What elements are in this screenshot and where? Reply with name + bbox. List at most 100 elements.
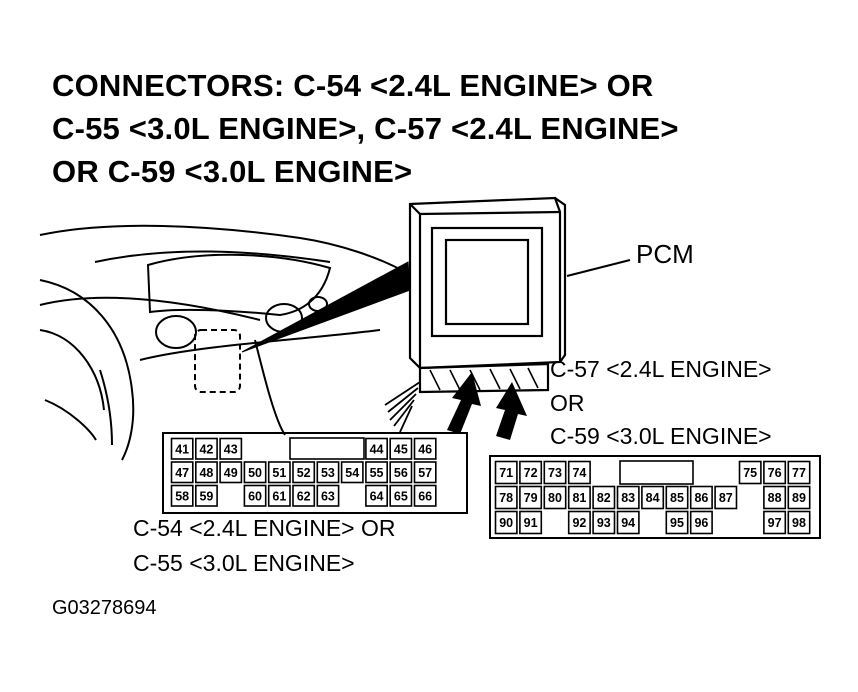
- pin-number: 61: [272, 489, 286, 503]
- left-side-panel: [99, 369, 113, 446]
- pin-cell: [219, 461, 243, 484]
- pin-cell: [592, 485, 616, 510]
- c57-or-label: OR: [550, 390, 585, 416]
- pin-cell: [592, 510, 616, 535]
- pin-cell: [267, 484, 291, 507]
- pin-cell: [365, 461, 388, 484]
- dash-panel-lower: [139, 329, 381, 361]
- pin-cell: [665, 485, 689, 510]
- c55-label: C-55 <3.0L ENGINE>: [133, 550, 355, 576]
- pcm-label: PCM: [636, 239, 694, 269]
- pin-cell: [567, 485, 591, 510]
- pin-number: 43: [224, 442, 238, 456]
- pin-number: 46: [418, 442, 432, 456]
- pin-cell: [243, 461, 267, 484]
- pin-number: 88: [768, 491, 782, 505]
- pin-cell: [195, 484, 218, 507]
- pin-number: 80: [548, 491, 562, 505]
- pin-cell: [494, 510, 518, 535]
- pin-cell: [714, 485, 738, 510]
- pin-number: 97: [768, 516, 782, 530]
- pin-cell: [763, 460, 787, 485]
- pin-number: 78: [499, 491, 513, 505]
- pin-number: 49: [224, 466, 238, 480]
- pin-cell: [365, 484, 388, 507]
- pin-cell: [543, 485, 567, 510]
- pin-number: 41: [175, 442, 189, 456]
- pin-number: 60: [248, 489, 262, 503]
- left-vent: [155, 315, 197, 349]
- pin-cell: [170, 461, 194, 484]
- pin-number: 57: [418, 466, 432, 480]
- pin-cell: [689, 510, 713, 535]
- pin-number: 82: [597, 491, 611, 505]
- steering-wheel-inner: [39, 329, 105, 411]
- pin-number: 91: [524, 516, 538, 530]
- connector-c54-outer: [162, 432, 468, 514]
- pin-cell: [763, 510, 787, 535]
- pin-number: 96: [694, 516, 708, 530]
- pin-cell: [389, 484, 413, 507]
- pin-number: 59: [199, 489, 213, 503]
- c57-label: C-57 <2.4L ENGINE>: [550, 356, 772, 382]
- pin-cell: [219, 437, 243, 460]
- pin-cell: [365, 437, 388, 460]
- pin-cell: [195, 461, 218, 484]
- pin-number: 53: [321, 466, 335, 480]
- pin-cell: [494, 485, 518, 510]
- connector-c57-outer: [489, 455, 821, 539]
- pin-number: 45: [394, 442, 408, 456]
- pin-number: 63: [321, 489, 335, 503]
- pin-cell: [170, 484, 194, 507]
- pin-number: 75: [743, 466, 757, 480]
- pin-number: 65: [394, 489, 408, 503]
- pin-cell: [413, 484, 437, 507]
- connector-key-slot: [289, 437, 365, 460]
- connector-key-slot: [619, 460, 694, 485]
- pin-cell: [413, 461, 437, 484]
- pin-cell: [567, 460, 591, 485]
- left-dash-trim: [44, 399, 97, 441]
- pin-cell: [689, 485, 713, 510]
- pin-number: 54: [345, 466, 359, 480]
- location-pointer: [241, 261, 411, 353]
- pin-number: 47: [175, 466, 189, 480]
- pin-number: 89: [792, 491, 806, 505]
- pin-number: 86: [694, 491, 708, 505]
- center-console-line: [254, 339, 286, 436]
- pin-cell: [292, 484, 316, 507]
- c59-label: C-59 <3.0L ENGINE>: [550, 423, 772, 449]
- pin-number: 66: [418, 489, 432, 503]
- pin-number: 81: [572, 491, 586, 505]
- pin-cell: [787, 485, 811, 510]
- pin-number: 77: [792, 466, 806, 480]
- pin-cell: [616, 510, 640, 535]
- dashboard-top-curve: [39, 224, 406, 273]
- c57-arrow-left: [447, 372, 481, 434]
- pin-number: 87: [719, 491, 733, 505]
- pin-number: 94: [621, 516, 635, 530]
- pin-number: 62: [297, 489, 311, 503]
- pin-number: 64: [370, 489, 384, 503]
- pcm-location-outline: [194, 329, 241, 393]
- pin-number: 72: [524, 466, 538, 480]
- pin-number: 85: [670, 491, 684, 505]
- pin-cell: [519, 485, 543, 510]
- pin-number: 58: [175, 489, 189, 503]
- pin-number: 71: [499, 466, 513, 480]
- pin-cell: [267, 461, 291, 484]
- pin-cell: [340, 461, 364, 484]
- pin-cell: [738, 460, 762, 485]
- pin-cell: [316, 484, 340, 507]
- pin-cell: [413, 437, 437, 460]
- pin-cell: [243, 484, 267, 507]
- steering-wheel-rim: [39, 279, 135, 461]
- dashboard-lower-edge: [39, 296, 261, 321]
- pin-number: 93: [597, 516, 611, 530]
- pin-number: 56: [394, 466, 408, 480]
- pin-cell: [519, 460, 543, 485]
- pin-cell: [292, 461, 316, 484]
- pin-cell: [787, 510, 811, 535]
